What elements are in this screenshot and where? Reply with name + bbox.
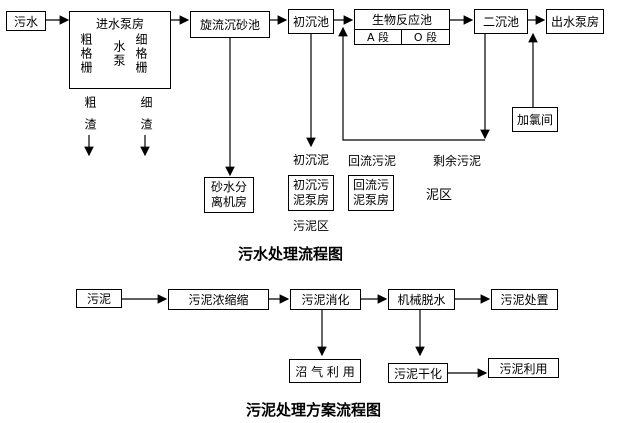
grit-chamber-label: 旋流沉砂池 bbox=[199, 18, 260, 32]
sewage-flow-title: 污水处理流程图 bbox=[238, 245, 344, 263]
chlorine-room-box: 加氯间 bbox=[512, 107, 558, 132]
primary-sludge-pump-label: 初沉污泥泵房 bbox=[292, 178, 329, 207]
dewatering-box: 机械脱水 bbox=[388, 289, 455, 310]
arrow-return-sludge bbox=[338, 26, 485, 141]
disposal-label: 污泥处置 bbox=[500, 293, 549, 307]
segment-a-box: A 段 bbox=[354, 29, 402, 45]
sewage-label: 污水 bbox=[13, 14, 38, 29]
coarse-slag-label: 粗渣 bbox=[83, 96, 97, 140]
fine-screen-label: 细格栅 bbox=[134, 33, 148, 75]
primary-clarifier-box: 初沉池 bbox=[288, 9, 334, 34]
drying-label: 污泥干化 bbox=[393, 366, 442, 381]
pump-room-box: 进水泵房 bbox=[69, 11, 171, 89]
thickening-box: 污泥浓缩缩 bbox=[168, 289, 269, 310]
sewage-box: 污水 bbox=[6, 11, 46, 31]
biogas-use-label: 沼 气 利 用 bbox=[295, 364, 355, 379]
thickening-label: 污泥浓缩缩 bbox=[188, 293, 249, 307]
excess-sludge-label: 剩余污泥 bbox=[433, 154, 482, 168]
reuse-box: 污泥利用 bbox=[488, 358, 559, 378]
return-sludge-pump-label: 回流污泥泵房 bbox=[352, 178, 389, 207]
disposal-box: 污泥处置 bbox=[491, 289, 558, 310]
fine-slag-label: 细渣 bbox=[139, 96, 153, 140]
segment-o-box: O 段 bbox=[401, 29, 450, 45]
pump-room-label: 进水泵房 bbox=[95, 17, 144, 31]
primary-sludge-pump-box: 初沉污泥泵房 bbox=[288, 175, 334, 211]
primary-clarifier-label: 初沉池 bbox=[292, 15, 329, 29]
sand-separation-box: 砂水分离机房 bbox=[204, 177, 254, 213]
secondary-clarifier-label: 二沉池 bbox=[482, 15, 519, 29]
chlorine-room-label: 加氯间 bbox=[516, 113, 553, 127]
mud-area-label: 泥区 bbox=[426, 188, 453, 203]
segment-o-label: O 段 bbox=[413, 31, 438, 44]
pump-label: 水泵 bbox=[112, 40, 126, 68]
coarse-screen-label: 粗格栅 bbox=[79, 33, 93, 75]
outlet-pump-label: 出水泵房 bbox=[550, 15, 599, 29]
reuse-label: 污泥利用 bbox=[499, 361, 548, 376]
drying-box: 污泥干化 bbox=[388, 363, 448, 383]
digestion-box: 污泥消化 bbox=[290, 289, 361, 310]
return-sludge-label: 回流污泥 bbox=[348, 154, 397, 168]
grit-chamber-box: 旋流沉砂池 bbox=[190, 11, 270, 38]
digestion-label: 污泥消化 bbox=[301, 293, 350, 307]
sludge-area-label: 污泥区 bbox=[293, 219, 330, 233]
outlet-pump-box: 出水泵房 bbox=[546, 9, 604, 34]
sludge-label: 污泥 bbox=[86, 292, 111, 306]
sludge-flow-title: 污泥处理方案流程图 bbox=[246, 401, 382, 419]
segment-a-label: A 段 bbox=[366, 31, 390, 44]
sand-separation-label: 砂水分离机房 bbox=[210, 180, 247, 209]
biogas-use-box: 沼 气 利 用 bbox=[289, 359, 361, 383]
return-sludge-pump-box: 回流污泥泵房 bbox=[348, 175, 394, 211]
dewatering-label: 机械脱水 bbox=[397, 293, 446, 307]
secondary-clarifier-box: 二沉池 bbox=[474, 9, 528, 34]
sludge-box: 污泥 bbox=[76, 289, 122, 308]
primary-sludge-label: 初沉泥 bbox=[293, 153, 330, 167]
bio-reactor-label: 生物反应池 bbox=[371, 13, 432, 27]
bio-reactor-box: 生物反应池 bbox=[354, 9, 450, 29]
